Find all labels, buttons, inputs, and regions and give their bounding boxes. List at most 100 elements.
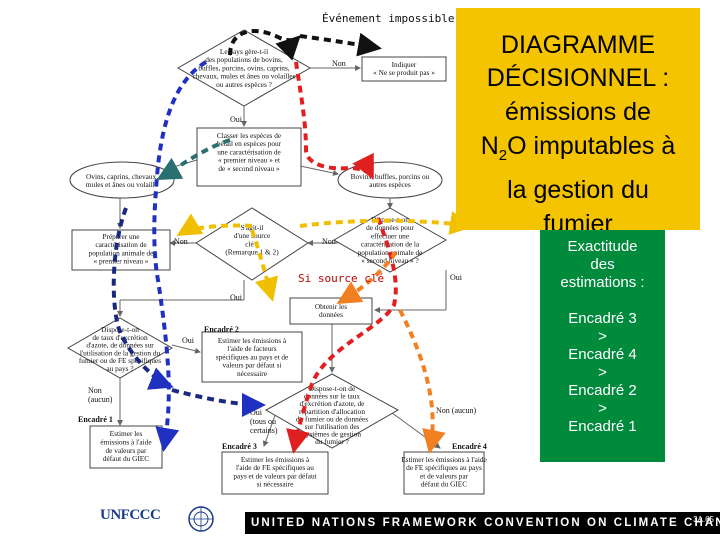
accuracy-sep: > xyxy=(598,364,607,381)
node-text-dispose-effectuer: « second niveau » ? xyxy=(361,256,419,265)
label-oui-q1: Oui xyxy=(230,115,243,124)
accuracy-item: Encadré 3 xyxy=(568,310,637,327)
node-text-indiquer: Indiquer xyxy=(392,60,417,69)
accuracy-sep: > xyxy=(598,328,607,345)
unfccc-logo: UNFCCC xyxy=(100,507,161,523)
branch-labels: Non Oui Non Non Oui Oui Oui Non (aucun) … xyxy=(78,59,487,451)
node-text-estimer2: nécessaire xyxy=(237,369,267,378)
node-text-ovins: mules et ânes ou volaille xyxy=(86,180,158,189)
title-box: DIAGRAMME DÉCISIONNEL : émissions de N2O… xyxy=(456,8,700,238)
node-text-sagit: clé ? xyxy=(245,239,259,248)
node-text-estimer4: Estimer les émissions à l'aide xyxy=(401,455,487,464)
node-text-obtenir: Obtenir les xyxy=(315,302,347,311)
node-text-preparer: caractérisation de xyxy=(95,240,146,249)
decision-taux xyxy=(66,317,174,379)
node-text-bovins: autres espèces xyxy=(369,180,411,189)
node-text-estimer3: si nécessaire xyxy=(257,480,294,489)
label-non-q1: Non xyxy=(332,59,346,68)
node-text-dispose-taux: d'azote, de données sur xyxy=(86,341,154,350)
node-text-classer: bétail en espèces pour xyxy=(217,139,282,148)
node-text-dispose-taux: au pays ? xyxy=(106,364,133,373)
label-oui-taux: Oui xyxy=(182,336,195,345)
decision-ie xyxy=(264,373,400,449)
node-text-dispose-taux: l'utilisation de la gestion du xyxy=(80,348,161,357)
label-oui-ie-3: certains) xyxy=(250,426,278,435)
path-navy-1 xyxy=(111,207,174,390)
flow-connectors xyxy=(117,65,447,449)
path-red-2 xyxy=(286,217,398,454)
node-text-dispose-ie: données sur le taux xyxy=(304,392,360,401)
node-text-dispose-ie: du fumier ou de données xyxy=(296,414,368,423)
node-text-sagit: (Remarque 1 & 2) xyxy=(225,248,279,257)
label-oui-sagit: Oui xyxy=(230,293,243,302)
node-text-indiquer: « Ne se produit pas » xyxy=(373,68,435,77)
node-text-estimer2: l'aide de facteurs xyxy=(227,344,276,353)
label-encadre4: Encadré 4 xyxy=(452,442,487,451)
node-text-q1: chevaux, mules et ânes ou volailles xyxy=(193,72,296,81)
path-red xyxy=(294,61,374,180)
node-text-dispose-effectuer: caractérisation de la xyxy=(361,240,420,249)
node-text-estimer4: et de valeurs par xyxy=(420,471,469,480)
si-source-cle: Si source clé xyxy=(298,272,384,285)
accuracy-box: Exactitude des estimations : Encadré 3 >… xyxy=(540,230,665,462)
node-text-preparer: « premier niveau » xyxy=(94,257,149,266)
decision-effectuer xyxy=(332,207,448,273)
node-shapes xyxy=(66,29,485,495)
title-line1: DIAGRAMME xyxy=(500,31,656,59)
label-non-taux-1: Non xyxy=(88,386,102,395)
title-line5: la gestion du xyxy=(507,176,649,204)
node-text-dispose-ie: d'excrétion d'azote, de xyxy=(300,399,365,408)
node-text-preparer: population animale de xyxy=(89,248,154,257)
node-text-classer: de « second niveau » xyxy=(218,164,280,173)
node-text-estimer2: valeurs par défaut si xyxy=(223,361,282,370)
node-text-estimer2: spécifiques au pays et de xyxy=(216,352,289,361)
node-text-dispose-ie: Dispose-t-on de xyxy=(309,384,355,393)
accuracy-item: Encadré 1 xyxy=(568,418,637,435)
label-encadre2: Encadré 2 xyxy=(204,325,239,334)
node-text-q1: buffles, porcins, ovins, caprins, xyxy=(198,63,289,72)
label-oui-ie-1: Oui xyxy=(250,408,263,417)
box-estimer1 xyxy=(89,425,163,469)
title-line3: émissions de xyxy=(505,98,651,126)
slide-number: 3A.65 xyxy=(693,515,714,524)
path-orange xyxy=(336,250,398,305)
node-text-dispose-ie: répartition d'allocation xyxy=(299,407,365,416)
node-text-bovins: Bovins, buffles, porcins ou xyxy=(351,172,430,181)
event-impossible-label: Événement impossible xyxy=(322,12,454,25)
box-classer xyxy=(196,127,302,187)
node-text-classer: « premier niveau » et xyxy=(218,156,280,165)
label-oui-ie-2: (tous ou xyxy=(250,417,276,426)
accuracy-item: Encadré 4 xyxy=(568,346,637,363)
ellipse-ovins xyxy=(69,161,175,199)
path-annotations xyxy=(111,29,474,454)
node-text-q1: ou autres espèces ? xyxy=(216,80,272,89)
accuracy-heading-3: estimations : xyxy=(560,274,645,291)
node-text-dispose-ie: sur l'utilisation des xyxy=(305,422,360,431)
accuracy-heading-2: des xyxy=(590,256,615,273)
node-text-sagit: S'agit-il xyxy=(241,223,264,232)
title-line2: DÉCISIONNEL : xyxy=(486,64,670,92)
node-text-ovins: Ovins, caprins, chevaux, xyxy=(86,172,158,181)
node-text-classer: une caractérisation de xyxy=(217,147,281,156)
node-text-dispose-taux: de taux d'excrétion xyxy=(92,333,148,342)
box-estimer3 xyxy=(221,451,329,495)
un-emblem-icon xyxy=(188,506,214,532)
node-text-estimer3: pays et de valeurs par défaut xyxy=(233,471,316,480)
box-preparer xyxy=(71,229,171,271)
path-teal xyxy=(156,138,231,180)
node-text-q1: des populations de bovins, xyxy=(205,55,283,64)
node-text-preparer: Préparer une xyxy=(102,232,139,241)
node-text-estimer4: défaut du GIEC xyxy=(421,480,467,489)
path-orange-2 xyxy=(398,309,446,454)
box-indiquer xyxy=(361,56,447,82)
title-line4: N2O imputables à xyxy=(480,132,676,164)
accuracy-sep: > xyxy=(598,400,607,417)
label-non-taux-2: (aucun) xyxy=(88,395,113,404)
node-text-estimer3: Estimer les émissions à xyxy=(241,455,310,464)
label-oui-effectuer: Oui xyxy=(450,273,463,282)
node-text-estimer1: défaut du GIEC xyxy=(103,454,149,463)
label-non-ie: Non (aucun) xyxy=(436,406,477,415)
footer: UNFCCC UNITED NATIONS FRAMEWORK CONVENTI… xyxy=(0,496,720,540)
label-encadre1: Encadré 1 xyxy=(78,415,113,424)
